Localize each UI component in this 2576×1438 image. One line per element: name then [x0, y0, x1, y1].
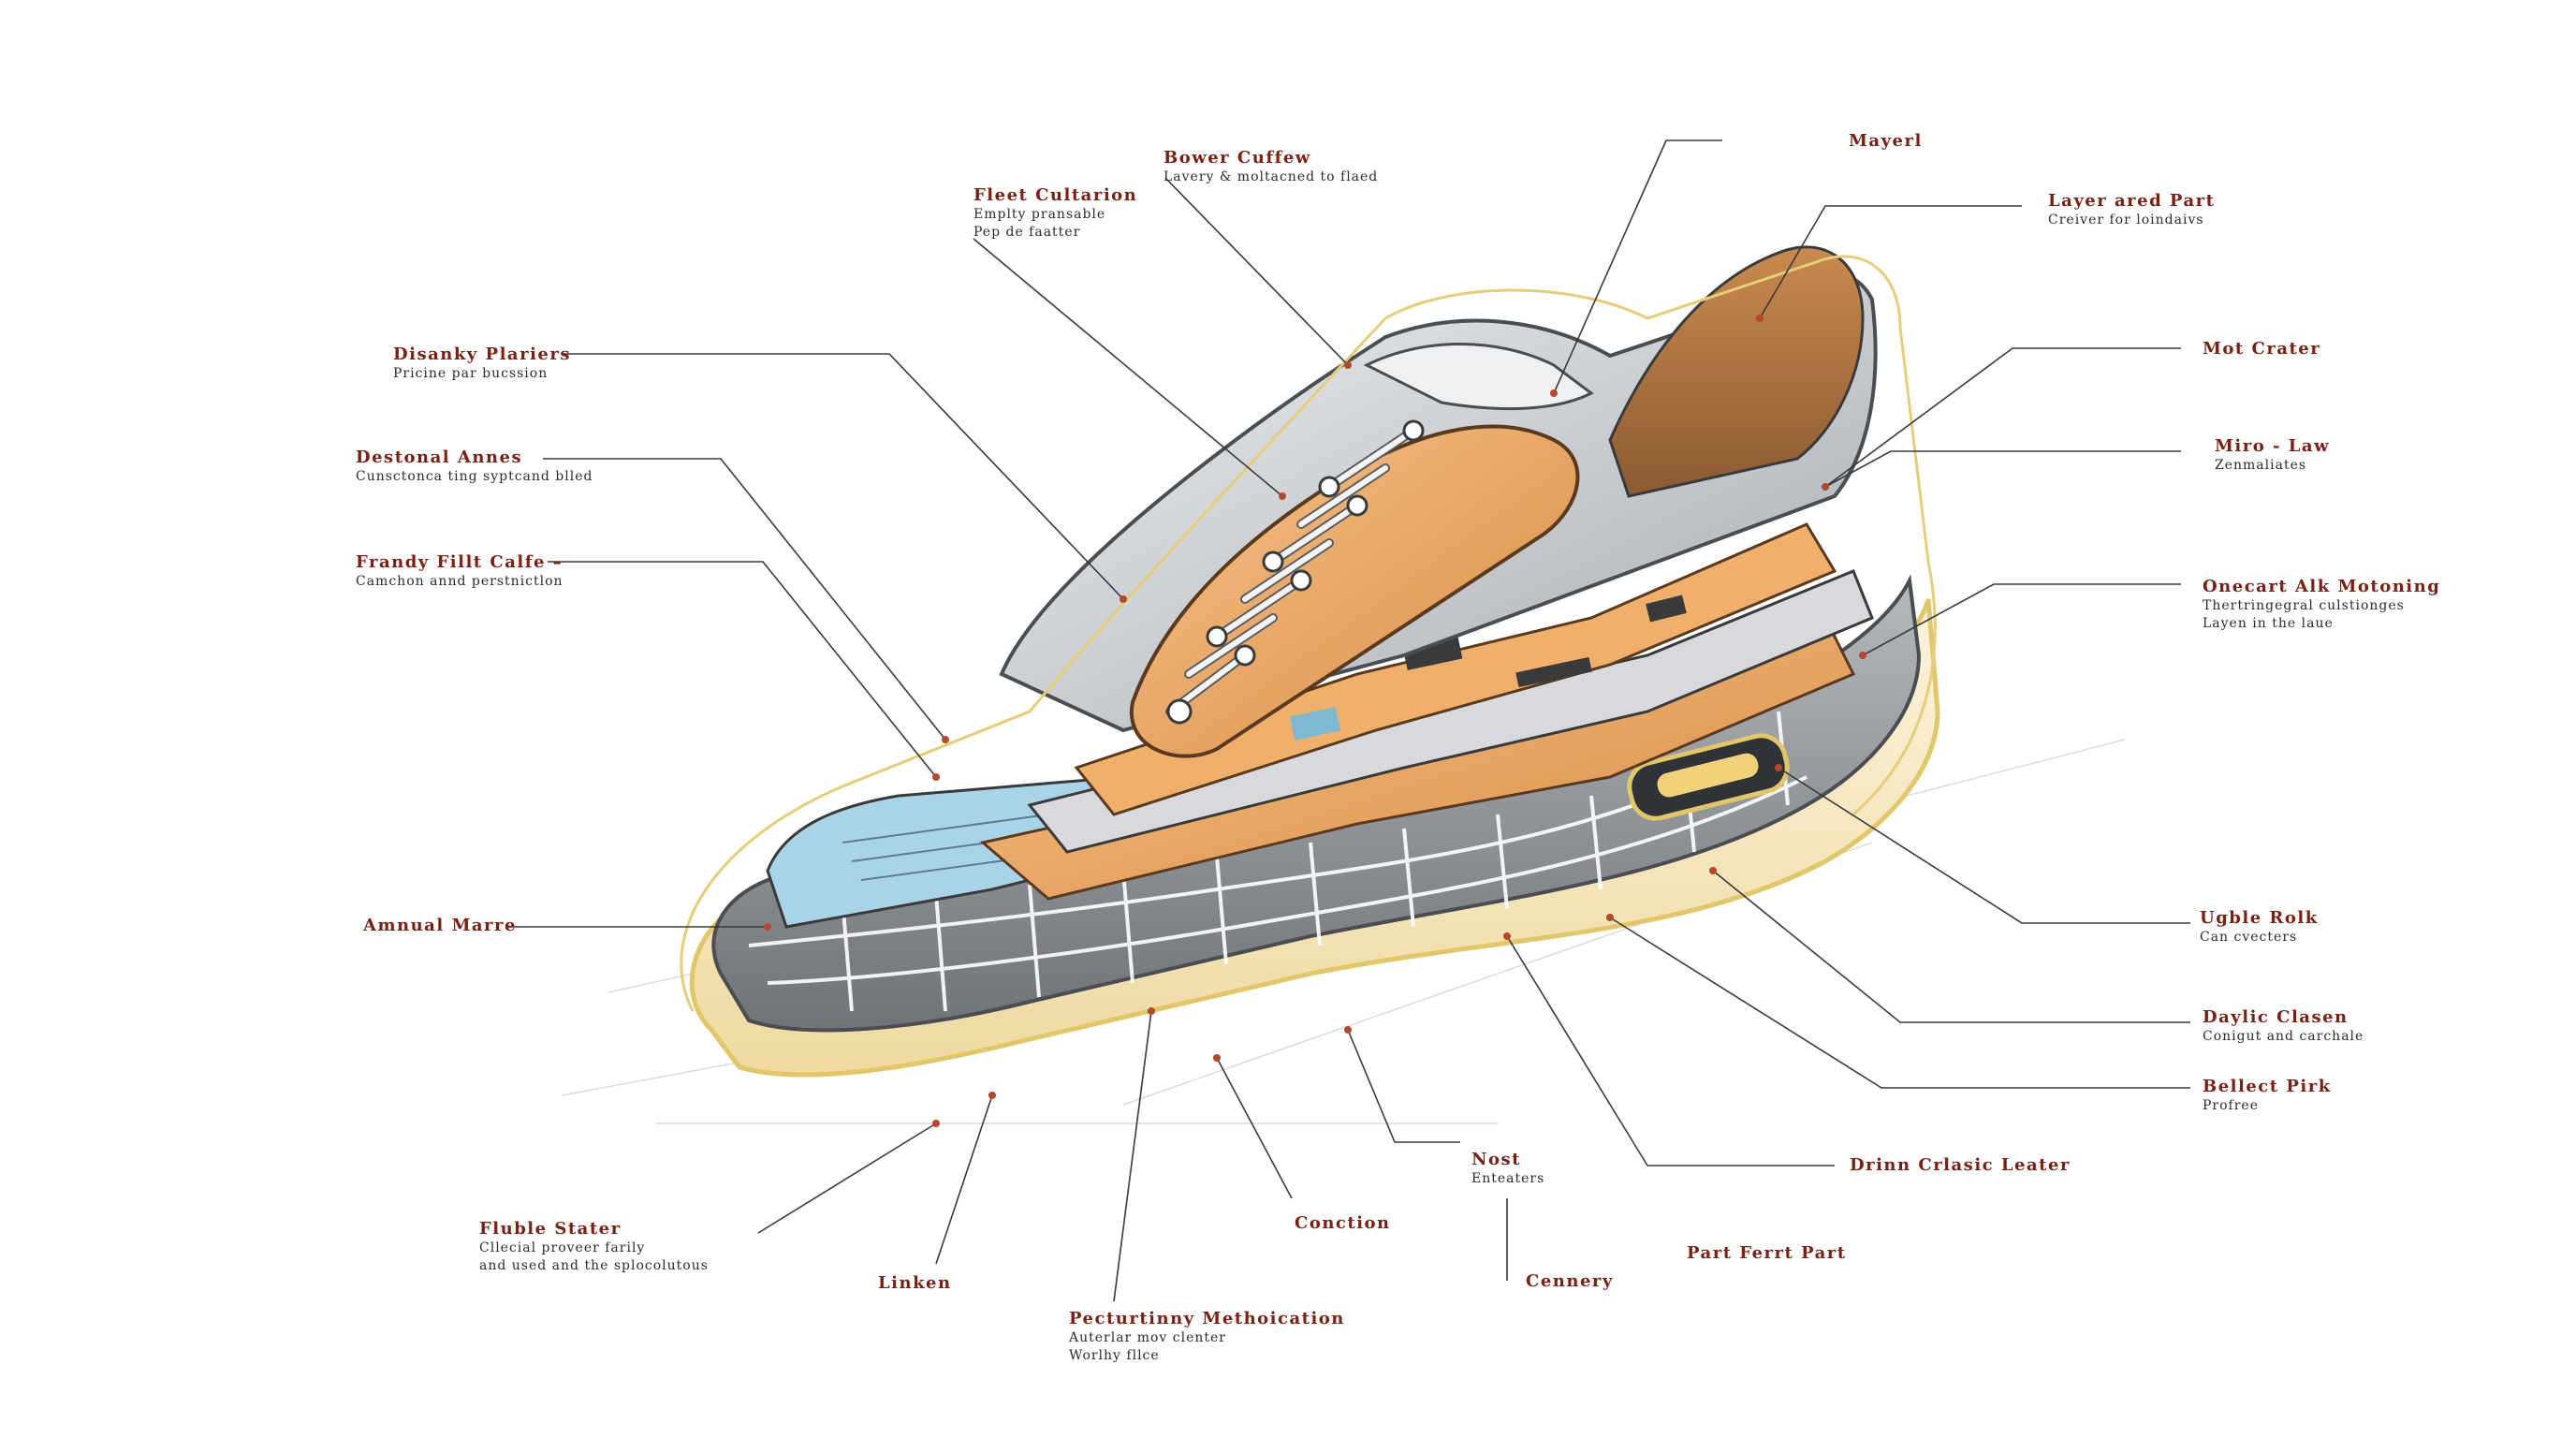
label-onecart-alk-motoning: Onecart Alk Motoning Thertringegral culs… — [2203, 577, 2440, 633]
label-title: Disanky Plariers — [393, 345, 571, 364]
label-layer-ared-part: Layer ared Part Creiver for loindaivs — [2048, 191, 2215, 229]
label-title: Miro - Law — [2215, 436, 2331, 456]
label-sub: Cllecial proveer farily — [479, 1240, 646, 1255]
collar — [1363, 343, 1594, 411]
midsole-segments — [748, 711, 1808, 1012]
label-title: Fluble Stater — [479, 1219, 622, 1239]
label-sub: Auterlar mov clenter — [1069, 1330, 1226, 1345]
label-title: Layer ared Part — [2048, 191, 2216, 211]
label-sub: Pep de faatter — [973, 225, 1081, 240]
label-title: Amnual Marre — [363, 916, 517, 935]
label-sub: Pricine par bucssion — [393, 366, 549, 381]
label-sub: Lavery & moltacned to flaed — [1164, 169, 1379, 184]
label-sub: Layen in the laue — [2203, 616, 2334, 631]
outline-halo — [680, 255, 1937, 1012]
label-cennery: Cennery — [1526, 1271, 1614, 1292]
label-destonal-annes: Destonal Annes Cunsctonca ting syptcand … — [356, 448, 593, 486]
label-sub: Emplty pransable — [973, 207, 1106, 222]
label-disanky-plariers: Disanky Plariers Pricine par bucssion — [393, 345, 571, 383]
label-title: Conction — [1295, 1213, 1391, 1233]
label-title: Frandy Fillt Calfe – — [356, 552, 564, 572]
label-drinn-crlasic-leater: Drinn Crlasic Leater — [1850, 1155, 2071, 1176]
label-title: Part Ferrt Part — [1687, 1243, 1847, 1263]
label-title: Onecart Alk Motoning — [2203, 577, 2441, 596]
eyelet-panel — [1129, 424, 1580, 758]
label-frandy-fillt-calfe: Frandy Fillt Calfe – Camchon annd perstn… — [356, 552, 564, 591]
label-sub: Cunsctonca ting syptcand blled — [356, 469, 593, 484]
label-linken: Linken — [878, 1273, 952, 1294]
label-sub: Zenmaliates — [2215, 458, 2307, 473]
label-title: Destonal Annes — [356, 448, 523, 467]
label-amnual-marre: Amnual Marre — [363, 916, 517, 936]
label-title: Bower Cuffew — [1164, 148, 1311, 168]
label-conction: Conction — [1295, 1213, 1391, 1234]
label-sub: Can cvecters — [2200, 930, 2298, 945]
label-sub: Conigut and carchale — [2203, 1029, 2364, 1044]
label-title: Fleet Cultarion — [973, 185, 1138, 205]
eyelets — [1166, 419, 1425, 725]
label-title: Drinn Crlasic Leater — [1850, 1155, 2071, 1175]
heel-inner — [1608, 245, 1865, 498]
label-title: Mayerl — [1849, 131, 1923, 151]
label-pecturtinny-methoication: Pecturtinny Methoication Auterlar mov cl… — [1069, 1309, 1345, 1365]
label-ugble-rolk: Ugble Rolk Can cvecters — [2200, 908, 2319, 946]
label-bellect-pirk: Bellect Pirk Profree — [2203, 1077, 2332, 1115]
label-mayerl: Mayerl — [1849, 131, 1923, 152]
label-title: Mot Crater — [2203, 339, 2321, 359]
label-title: Bellect Pirk — [2203, 1077, 2332, 1096]
label-title: Cennery — [1526, 1271, 1614, 1291]
label-sub: Camchon annd perstnictlon — [356, 574, 564, 589]
label-sub: Enteaters — [1471, 1171, 1545, 1186]
leader-dots — [764, 315, 1866, 1127]
label-title: Pecturtinny Methoication — [1069, 1309, 1345, 1328]
label-bower-cuffew: Bower Cuffew Lavery & moltacned to flaed — [1164, 148, 1378, 186]
label-title: Ugble Rolk — [2200, 908, 2319, 928]
label-nost: Nost Enteaters — [1471, 1150, 1544, 1188]
label-fleet-cultarion: Fleet Cultarion Emplty pransable Pep de … — [973, 185, 1137, 242]
label-sub: Worlhy fllce — [1069, 1348, 1160, 1363]
label-sub: Thertringegral culstionges — [2203, 598, 2405, 613]
label-mot-crater: Mot Crater — [2203, 339, 2320, 360]
label-sub: Creiver for loindaivs — [2048, 213, 2204, 227]
label-sub: and used and the splocolutous — [479, 1258, 709, 1273]
leader-lines — [505, 139, 2190, 1302]
label-title: Daylic Clasen — [2203, 1007, 2349, 1027]
label-fluble-stater: Fluble Stater Cllecial proveer farily an… — [479, 1219, 709, 1275]
label-sub: Profree — [2203, 1098, 2259, 1113]
label-title: Nost — [1471, 1150, 1521, 1169]
label-daylic-clasen: Daylic Clasen Conigut and carchale — [2203, 1007, 2364, 1046]
label-miro-law: Miro - Law Zenmaliates — [2215, 436, 2330, 475]
label-title: Linken — [878, 1273, 952, 1293]
label-part-ferrt-part: Part Ferrt Part — [1687, 1243, 1847, 1264]
